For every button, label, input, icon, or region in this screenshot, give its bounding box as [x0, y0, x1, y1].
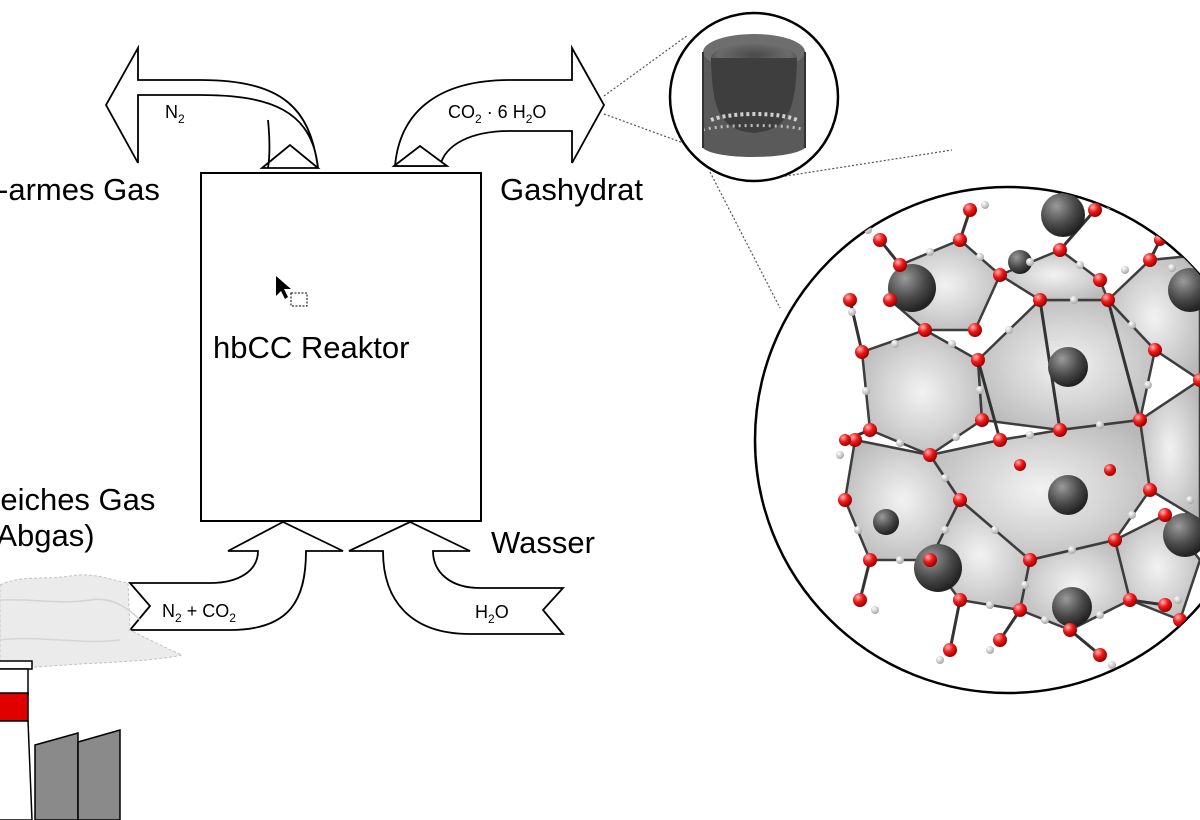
reactor-box: [200, 172, 482, 522]
zoom-connector-lines: [603, 34, 953, 309]
water-label: Wasser: [491, 525, 595, 560]
exhaust-label: (Abgas): [0, 518, 95, 553]
gas-input-arrow: [128, 520, 344, 631]
hydrate-output-arrow: [391, 44, 606, 167]
water-input-label: H2O: [475, 602, 509, 626]
sample-photo: [668, 11, 840, 183]
n2-output-label: N2: [165, 102, 185, 126]
n2-output-arrow: [104, 44, 321, 169]
gas-input-label: N2 + CO2: [162, 601, 236, 625]
smoke-icon: [0, 574, 184, 671]
molecule-structure: [753, 185, 1200, 695]
mouse-cursor-icon: [276, 276, 308, 307]
reactor-label: hbCC Reaktor: [213, 330, 409, 365]
hydrate-output-label: CO2 · 6 H2O: [448, 102, 546, 126]
co2-rich-gas-label: reiches Gas: [0, 482, 155, 517]
factory-icon: [0, 660, 121, 820]
gas-hydrate-label: Gashydrat: [500, 172, 643, 207]
n2-poor-gas-label: -armes Gas: [0, 172, 160, 207]
water-input-arrow: [348, 521, 566, 635]
